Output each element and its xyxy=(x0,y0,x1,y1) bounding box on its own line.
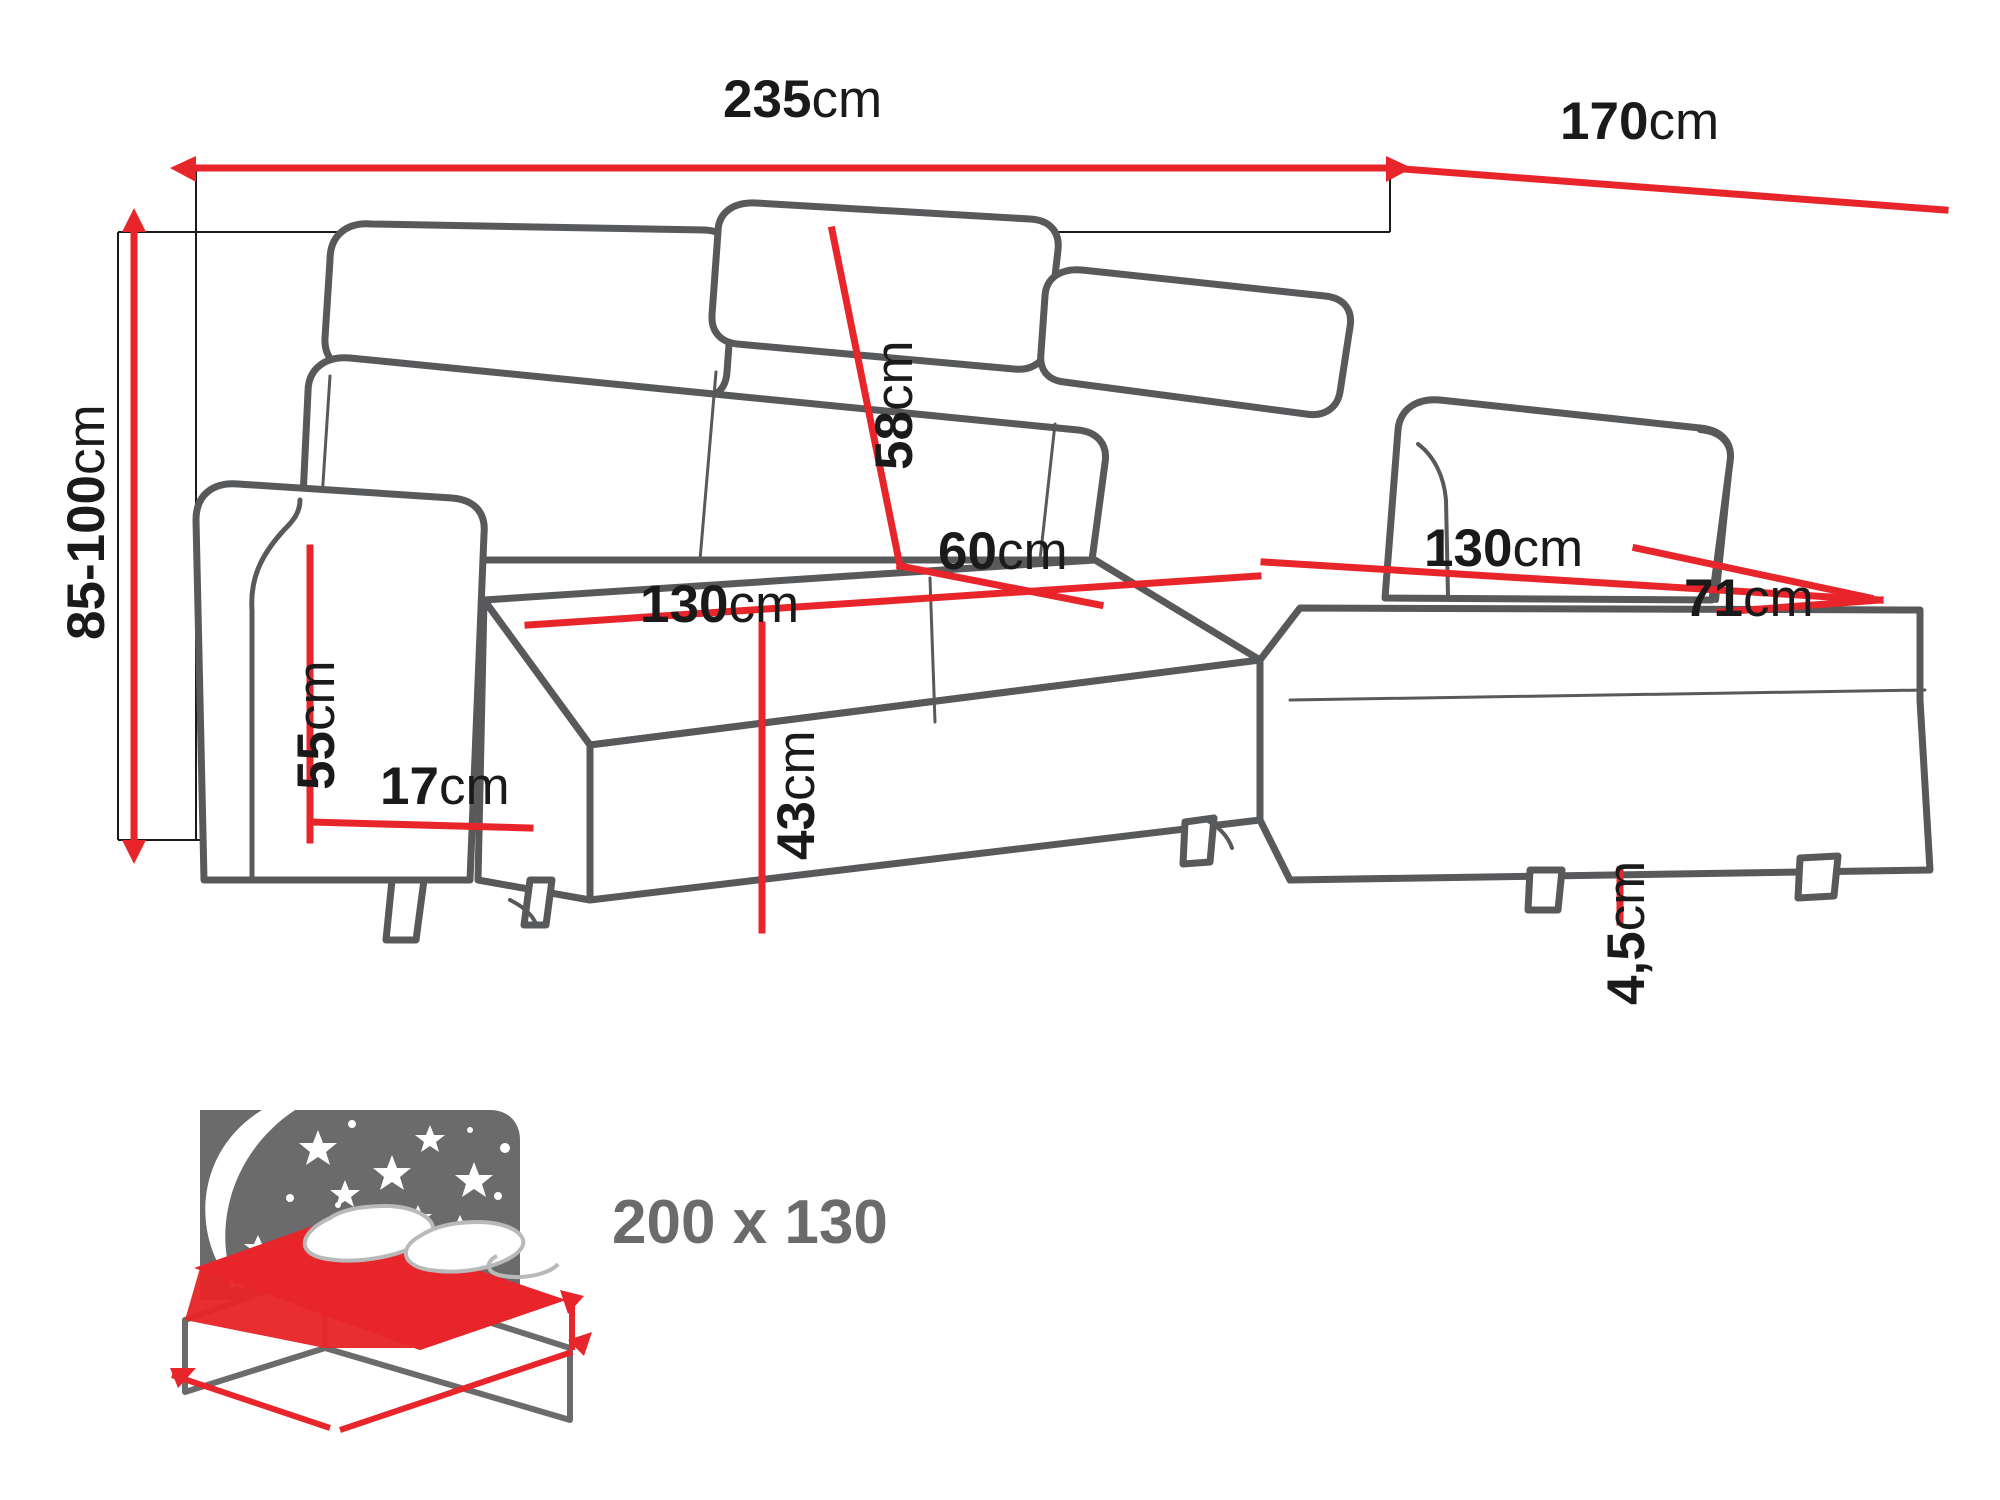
dimension-unit-60: cm xyxy=(996,522,1068,581)
arrow-235-right xyxy=(1386,156,1412,182)
arrow-height-top xyxy=(122,208,146,232)
leg-chaise-right xyxy=(1794,852,1842,902)
bed-with-starry-night-icon xyxy=(170,1110,592,1433)
dimension-label-130-seat: 130cm xyxy=(640,578,799,631)
back-panel xyxy=(296,354,1110,564)
arrow-235-left xyxy=(170,156,196,182)
chaise-top-edge xyxy=(1298,606,1922,612)
dimension-value-130-seat: 130 xyxy=(640,575,729,634)
dimension-value-4-5: 4,5 xyxy=(1597,931,1656,1005)
dimension-label-60: 60cm xyxy=(938,525,1068,578)
back-seam-1 xyxy=(698,370,718,562)
dimension-unit-17: cm xyxy=(438,757,510,816)
chaise-body xyxy=(1256,604,1934,884)
dimension-unit-235: cm xyxy=(811,70,883,129)
dimension-value-170: 170 xyxy=(1560,92,1649,151)
leg-detail-left xyxy=(508,898,538,926)
chaise-armrest xyxy=(1697,427,1734,603)
dimension-value-235: 235 xyxy=(723,70,812,129)
seat-seam-1 xyxy=(928,576,937,724)
dimline-17 xyxy=(306,818,534,832)
seat-seam-2 xyxy=(588,658,1262,747)
dimension-label-4-5: 4,5cm xyxy=(1597,860,1656,1005)
leg-front-left xyxy=(382,876,428,944)
leg-left-2 xyxy=(520,876,556,929)
dimension-label-55: 55cm xyxy=(287,660,346,790)
left-armrest xyxy=(192,480,488,884)
dimension-label-58: 58cm xyxy=(865,340,924,470)
sleeping-area-label: 200 x 130 xyxy=(612,1188,888,1257)
left-armrest-inner xyxy=(249,497,303,879)
back-seam-2 xyxy=(1038,422,1057,562)
dimension-value-43: 43 xyxy=(767,801,826,860)
dimension-value-85-100: 85-100 xyxy=(57,474,116,640)
dimension-unit-55: cm xyxy=(287,660,346,732)
red-arrowheads xyxy=(170,1290,592,1388)
dimension-unit-71: cm xyxy=(1742,569,1814,628)
dimension-lines xyxy=(130,164,1949,934)
dimline-130-chaise xyxy=(1260,558,1884,604)
dimension-unit-85-100: cm xyxy=(57,404,116,475)
dimension-label-71: 71cm xyxy=(1684,572,1814,625)
chaise-backrest-inner xyxy=(1416,442,1450,598)
dimension-value-71: 71 xyxy=(1684,569,1743,628)
dimension-unit-170: cm xyxy=(1648,92,1720,151)
crescent-moon xyxy=(205,1110,295,1290)
dimension-value-60: 60 xyxy=(938,522,997,581)
dimension-arrowheads xyxy=(122,156,1412,864)
dimension-value-58: 58 xyxy=(865,411,924,470)
dimline-170 xyxy=(1386,164,1949,214)
dimension-value-17: 17 xyxy=(380,757,439,816)
dimension-unit-43: cm xyxy=(767,730,826,802)
dimension-label-130-chaise: 130cm xyxy=(1424,522,1583,575)
sofa-outline xyxy=(192,199,1934,944)
arrow-height-bottom xyxy=(122,840,146,864)
two-pillows xyxy=(302,1203,560,1279)
dimension-label-235: 235cm xyxy=(723,73,882,126)
dimension-unit-130-chaise: cm xyxy=(1512,519,1584,578)
leg-mid xyxy=(1179,814,1218,868)
dimension-label-170: 170cm xyxy=(1560,95,1719,148)
dimension-unit-4-5: cm xyxy=(1597,860,1656,932)
dimline-130-seat xyxy=(524,572,1262,629)
leg-chaise-front xyxy=(1524,866,1566,914)
red-mattress-side xyxy=(185,1268,420,1348)
leg-detail-mid xyxy=(1204,818,1234,850)
chaise-seam xyxy=(1288,688,1927,702)
dimline-58 xyxy=(827,225,905,571)
dimension-unit-58: cm xyxy=(865,340,924,412)
dimension-label-17: 17cm xyxy=(380,760,510,813)
right-headrest xyxy=(1037,266,1355,419)
dimension-label-85-100: 85-100cm xyxy=(57,404,116,640)
dimension-label-43: 43cm xyxy=(767,730,826,860)
dimension-value-130-chaise: 130 xyxy=(1424,519,1513,578)
dimline-71b xyxy=(1631,543,1875,603)
dimline-60 xyxy=(895,561,1105,610)
dimension-unit-130-seat: cm xyxy=(728,575,800,634)
dimline-71 xyxy=(1716,596,1884,616)
dimension-value-55: 55 xyxy=(287,731,346,790)
